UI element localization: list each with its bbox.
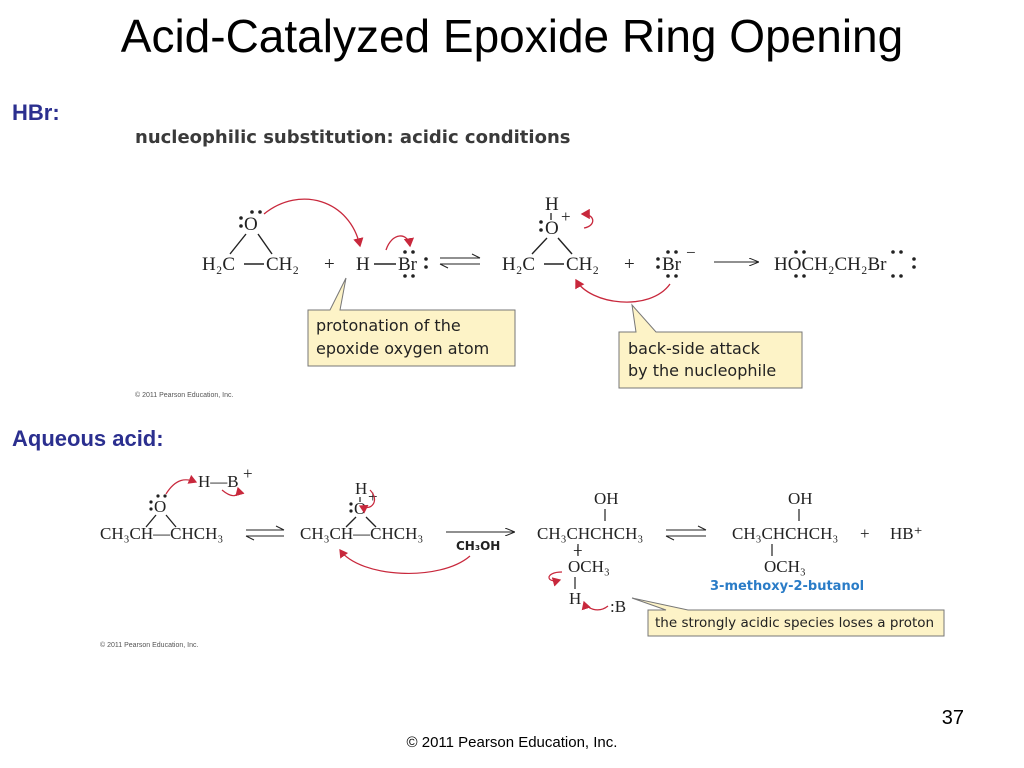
callout-protonation: protonation of the epoxide oxygen atom <box>307 277 516 367</box>
protonated-epoxide: H O + H₂C CH₂ <box>502 194 599 275</box>
callout-protonation-line1: protonation of the <box>316 316 461 335</box>
prod-hydroxyl: OH <box>788 489 813 508</box>
aqueous-scheme: O CH₃CH—CHCH₃ H—B + H O + CH₃CH—CHCH₃ <box>100 464 945 637</box>
prod-chain: CH₃CHCHCH₃ <box>732 524 838 543</box>
hbr-scheme: O H₂C CH₂ + H Br H O <box>202 194 916 389</box>
protonated-h2c: H₂C <box>502 254 535 275</box>
bromohydrin-product: HOCH₂CH₂Br <box>774 250 916 278</box>
plus-sign-2: + <box>624 254 635 275</box>
hbr-subheading: nucleophilic substitution: acidic condit… <box>135 127 571 148</box>
int-methoxy: OCH₃ <box>568 557 610 576</box>
epoxide-reactant: O H₂C CH₂ <box>202 210 299 275</box>
epoxide-h2c: H₂C <box>202 254 235 275</box>
aq-protonated-oxygen: O <box>354 499 366 518</box>
aqueous-section-label: Aqueous acid: <box>12 426 164 451</box>
plus-sign-1: + <box>324 254 335 275</box>
aq-chain-2: CH₃CH—CHCH₃ <box>300 524 423 543</box>
oxonium-charge: + <box>561 207 571 226</box>
page-number: 37 <box>941 707 964 729</box>
acid-hb-charge: + <box>243 464 253 483</box>
protonated-ch2: CH₂ <box>566 254 599 275</box>
product-formula: HOCH₂CH₂Br <box>774 254 887 275</box>
hb-product: HB⁺ <box>890 524 923 543</box>
epoxide-oxygen: O <box>244 214 258 235</box>
aq-epoxide-oxygen: O <box>154 497 166 516</box>
plus-sign-3: + <box>860 524 870 543</box>
callout-proton-loss-text: the strongly acidic species loses a prot… <box>655 615 934 631</box>
int-charge: + <box>573 541 583 560</box>
aqueous-epoxide: O CH₃CH—CHCH₃ <box>100 494 223 543</box>
callout-backside: back-side attack by the nucleophile <box>618 303 803 389</box>
bromide-charge: − <box>686 243 696 262</box>
acid-hb: H—B + <box>198 464 253 491</box>
int-hydroxyl: OH <box>594 489 619 508</box>
aqueous-image-credit: © 2011 Pearson Education, Inc. <box>100 642 199 649</box>
reagent-methanol: CH₃OH <box>456 539 500 553</box>
callout-backside-line1: back-side attack <box>628 339 761 358</box>
hbr-section-label: HBr: <box>12 100 60 125</box>
prod-methoxy: OCH₃ <box>764 557 806 576</box>
slide-title: Acid-Catalyzed Epoxide Ring Opening <box>120 10 904 62</box>
aq-oxonium-charge: + <box>368 487 378 506</box>
product-name: 3-methoxy-2-butanol <box>710 579 864 594</box>
aq-chain-1: CH₃CH—CHCH₃ <box>100 524 223 543</box>
bromide-ion: Br − <box>656 243 696 278</box>
base-b: :B <box>610 597 626 616</box>
slide-footer: © 2011 Pearson Education, Inc. <box>406 734 618 751</box>
methoxybutanol-product: OH CH₃CHCHCH₃ OCH₃ <box>732 489 838 576</box>
int-chain: CH₃CHCHCH₃ <box>537 524 643 543</box>
hbr-hydrogen: H <box>356 254 370 275</box>
bromide-symbol: Br <box>662 254 682 275</box>
epoxide-ch2: CH₂ <box>266 254 299 275</box>
aq-protonated-hydrogen: H <box>355 479 367 498</box>
hydrogen-bromide: H Br <box>356 250 428 278</box>
callout-proton-loss: the strongly acidic species loses a prot… <box>631 597 945 637</box>
hbr-bromine: Br <box>398 254 418 275</box>
protonated-oxygen: O <box>545 218 559 239</box>
hbr-image-credit: © 2011 Pearson Education, Inc. <box>135 392 234 399</box>
oxonium-intermediate: OH CH₃CHCHCH₃ + OCH₃ H <box>537 489 643 608</box>
aqueous-protonated-epoxide: H O + CH₃CH—CHCH₃ <box>300 479 423 543</box>
callout-protonation-line2: epoxide oxygen atom <box>316 339 489 358</box>
callout-backside-line2: by the nucleophile <box>628 361 776 380</box>
acid-hb-formula: H—B <box>198 472 239 491</box>
int-hydrogen: H <box>569 589 581 608</box>
protonated-hydrogen: H <box>545 194 559 215</box>
